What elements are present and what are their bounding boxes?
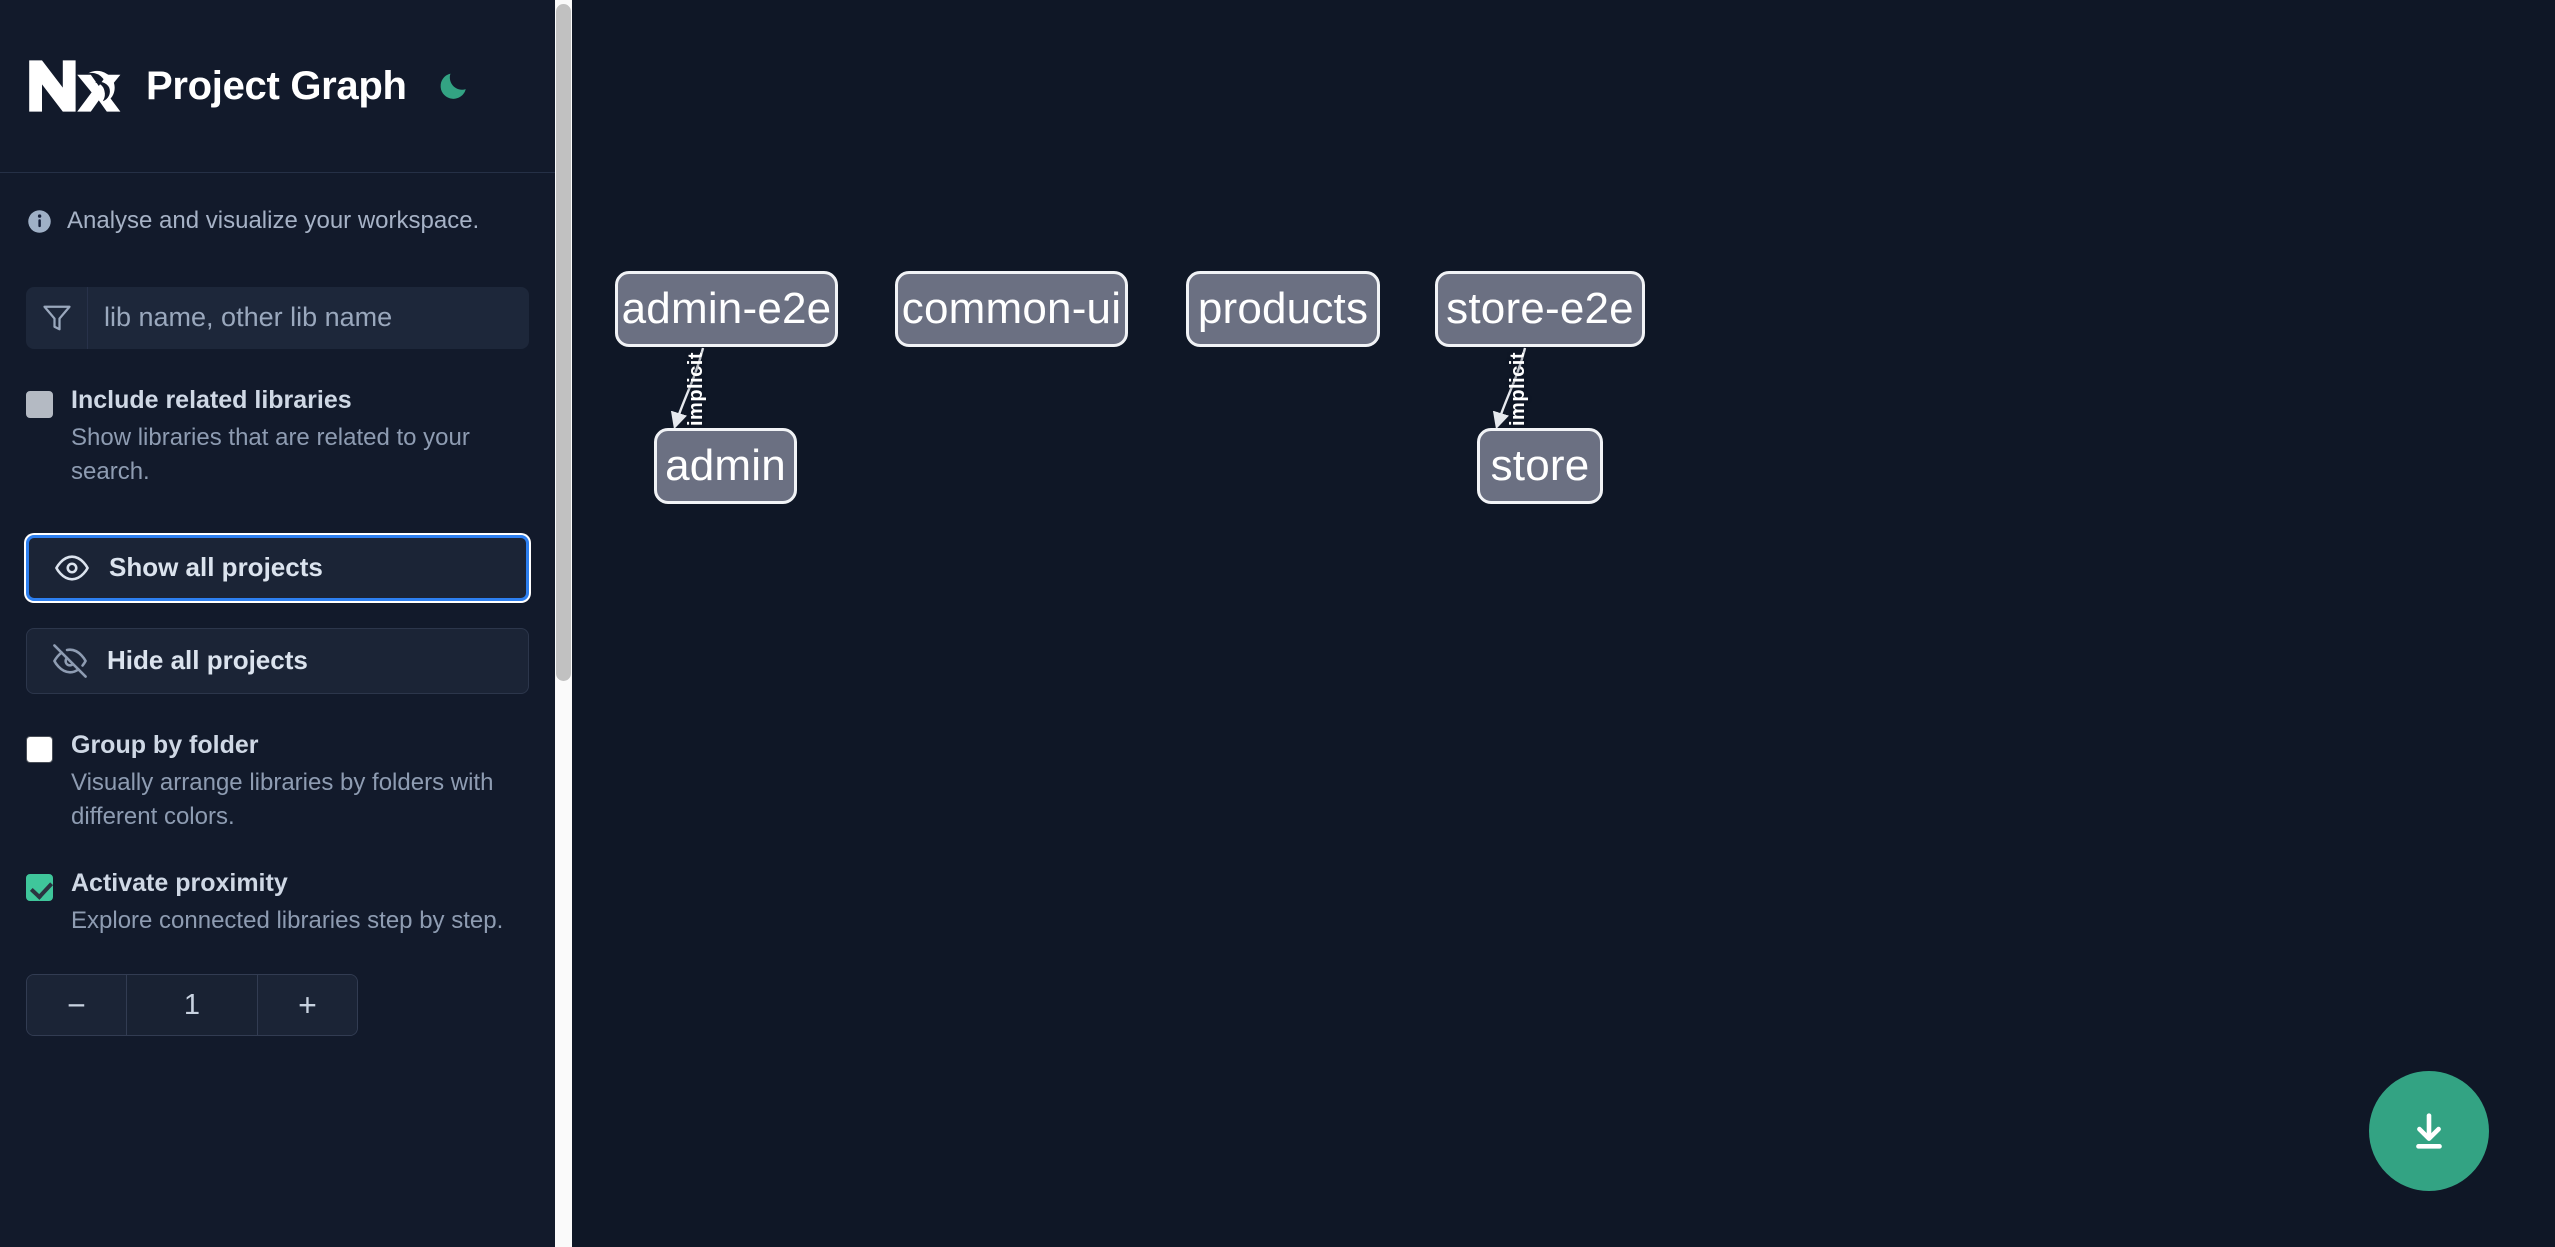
page-title: Project Graph (146, 63, 407, 108)
include-related-libraries-description: Show libraries that are related to your … (71, 423, 470, 485)
graph-node-admin[interactable]: admin (654, 428, 797, 504)
include-related-libraries-label: Include related libraries (71, 385, 352, 414)
nx-logo-icon (26, 53, 122, 119)
graph-node-admin-e2e[interactable]: admin-e2e (615, 271, 838, 347)
activate-proximity-description: Explore connected libraries step by step… (71, 907, 504, 935)
moon-icon[interactable] (431, 64, 475, 108)
graph-node-common-ui[interactable]: common-ui (895, 271, 1128, 347)
activate-proximity-label: Activate proximity (71, 869, 288, 898)
funnel-icon (26, 286, 88, 349)
edge-store-e2e-to-store (1492, 347, 1527, 430)
show-all-projects-button[interactable]: Show all projects (26, 534, 529, 601)
proximity-decrement-button[interactable]: − (27, 975, 127, 1036)
graph-canvas[interactable]: implicit implicit admin-e2e common-ui pr… (555, 0, 2555, 1247)
graph-node-store[interactable]: store (1477, 428, 1603, 504)
sidebar-scrollbar-thumb[interactable] (556, 4, 571, 681)
info-circle-icon (26, 208, 53, 235)
hide-all-projects-button[interactable]: Hide all projects (26, 627, 529, 694)
graph-node-products[interactable]: products (1186, 271, 1380, 347)
proximity-increment-button[interactable]: + (257, 975, 357, 1036)
edge-label-implicit-1: implicit (685, 351, 707, 426)
hide-all-projects-label: Hide all projects (107, 645, 308, 676)
workspace-info: Analyse and visualize your workspace. (0, 173, 555, 236)
proximity-value: 1 (127, 975, 257, 1036)
graph-edges (670, 347, 1527, 430)
group-by-folder-label: Group by folder (71, 730, 259, 759)
group-by-folder-checkbox[interactable] (26, 735, 53, 763)
edge-label-implicit-2: implicit (1507, 351, 1529, 426)
proximity-stepper[interactable]: − 1 + (26, 974, 358, 1037)
workspace-info-text: Analyse and visualize your workspace. (67, 207, 480, 234)
download-graph-button[interactable] (2369, 1071, 2489, 1191)
sidebar-header: Project Graph (0, 0, 555, 173)
group-by-folder-description: Visually arrange libraries by folders wi… (71, 768, 494, 831)
option-group-by-folder[interactable]: Group by folder Visually arrange librari… (0, 730, 555, 834)
show-all-projects-label: Show all projects (109, 552, 323, 583)
eye-off-icon (53, 644, 87, 678)
graph-node-store-e2e[interactable]: store-e2e (1435, 271, 1645, 347)
option-include-related-libraries[interactable]: Include related libraries Show libraries… (0, 385, 555, 489)
include-related-libraries-checkbox[interactable] (26, 390, 53, 418)
option-activate-proximity[interactable]: Activate proximity Explore connected lib… (0, 868, 555, 938)
sidebar: Project Graph Analyse and visualize your… (0, 0, 555, 1247)
search-input[interactable] (88, 286, 529, 349)
edge-admin-e2e-to-admin (670, 347, 705, 430)
activate-proximity-checkbox[interactable] (26, 874, 53, 902)
eye-icon (55, 551, 89, 585)
filter-field[interactable] (26, 286, 529, 349)
